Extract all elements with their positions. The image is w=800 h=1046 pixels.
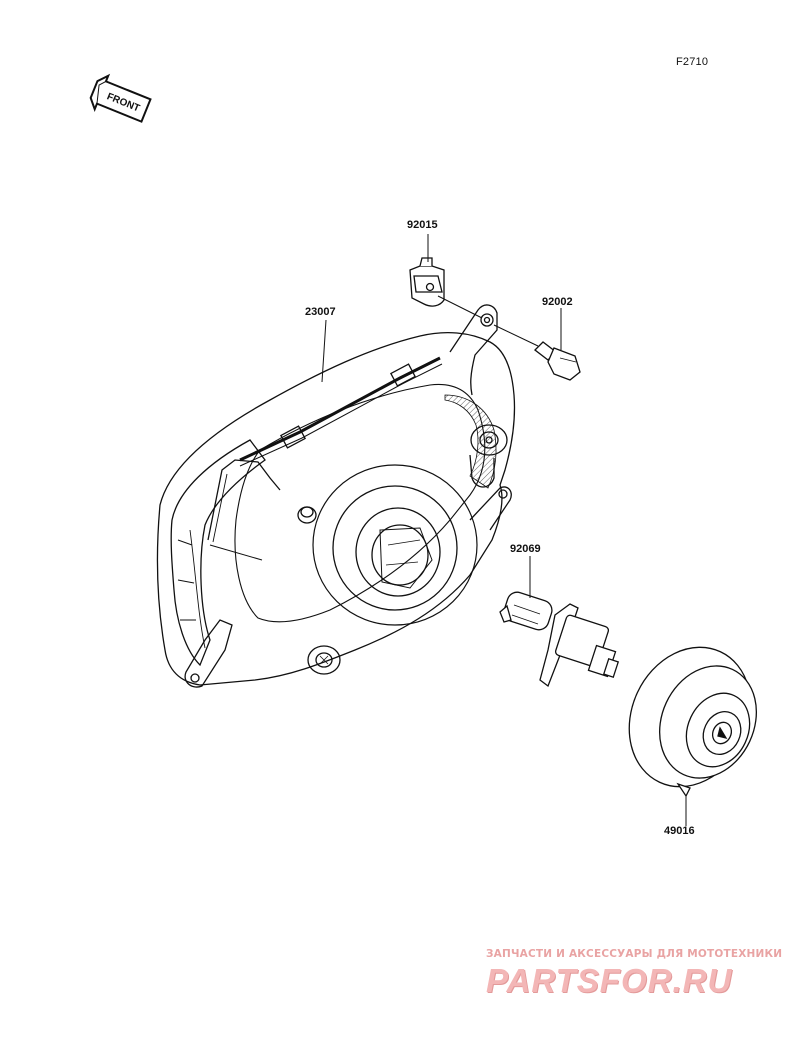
headlight-bulb [499,591,620,688]
clip-nut [409,257,445,307]
figure-code: F2710 [676,56,709,68]
part-label-23007: 23007 [305,306,336,318]
watermark-tagline: ЗАПЧАСТИ И АКСЕССУАРЫ ДЛЯ МОТОТЕХНИКИ [486,948,783,960]
part-label-92015: 92015 [407,219,438,231]
headlight-housing [156,304,516,688]
dust-cover [628,646,758,798]
bolt [534,341,581,381]
watermark-logo: PARTSFOR.RU [486,962,733,999]
part-label-49016: 49016 [664,825,695,837]
part-label-92069: 92069 [510,543,541,555]
front-arrow-icon: FRONT [89,73,152,123]
part-label-92002: 92002 [542,296,573,308]
leader-lines [321,234,687,826]
